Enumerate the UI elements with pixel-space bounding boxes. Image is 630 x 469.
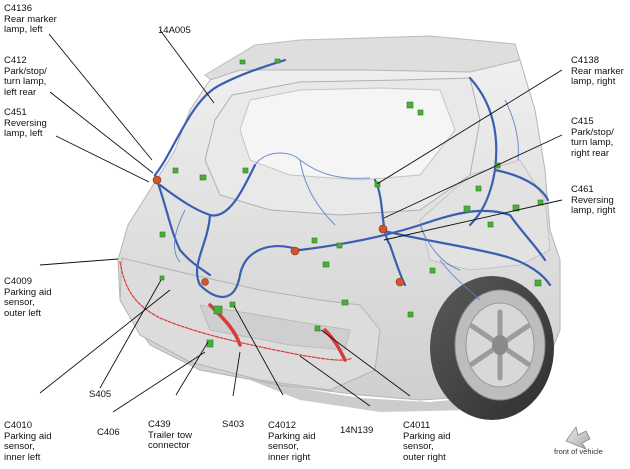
wiring-harness-main bbox=[153, 58, 552, 298]
label-c4009: C4009 Parking aid sensor, outer left bbox=[4, 276, 52, 319]
label-c415: C415 Park/stop/ turn lamp, right rear bbox=[571, 116, 614, 159]
front-of-vehicle-label: front of vehicle bbox=[554, 447, 603, 456]
connectors bbox=[159, 58, 544, 348]
label-s403: S403 bbox=[222, 419, 245, 430]
label-c451: C451 Reversing lamp, left bbox=[4, 107, 47, 139]
wiring-harness-secondary bbox=[174, 99, 519, 301]
label-c412: C412 Park/stop/ turn lamp, left rear bbox=[4, 55, 47, 98]
bumper-harness-red bbox=[119, 261, 353, 362]
label-c4138: C4138 Rear marker lamp, right bbox=[571, 55, 624, 87]
front-arrow-icon bbox=[565, 426, 591, 450]
label-14n139: 14N139 bbox=[340, 425, 374, 436]
label-c4010: C4010 Parking aid sensor, inner left bbox=[4, 420, 52, 463]
label-c439: C439 Trailer tow connector bbox=[148, 419, 192, 451]
label-s405: S405 bbox=[89, 389, 112, 400]
rear-wheel bbox=[430, 276, 554, 420]
label-c4011: C4011 Parking aid sensor, outer right bbox=[403, 420, 451, 463]
label-c461: C461 Reversing lamp, right bbox=[571, 184, 616, 216]
label-14a005: 14A005 bbox=[158, 25, 191, 36]
label-c4012: C4012 Parking aid sensor, inner right bbox=[268, 420, 316, 463]
label-c4136: C4136 Rear marker lamp, left bbox=[4, 3, 57, 35]
leader-lines bbox=[39, 29, 563, 413]
label-c406: C406 bbox=[97, 427, 120, 438]
lamp-connectors bbox=[152, 175, 405, 287]
